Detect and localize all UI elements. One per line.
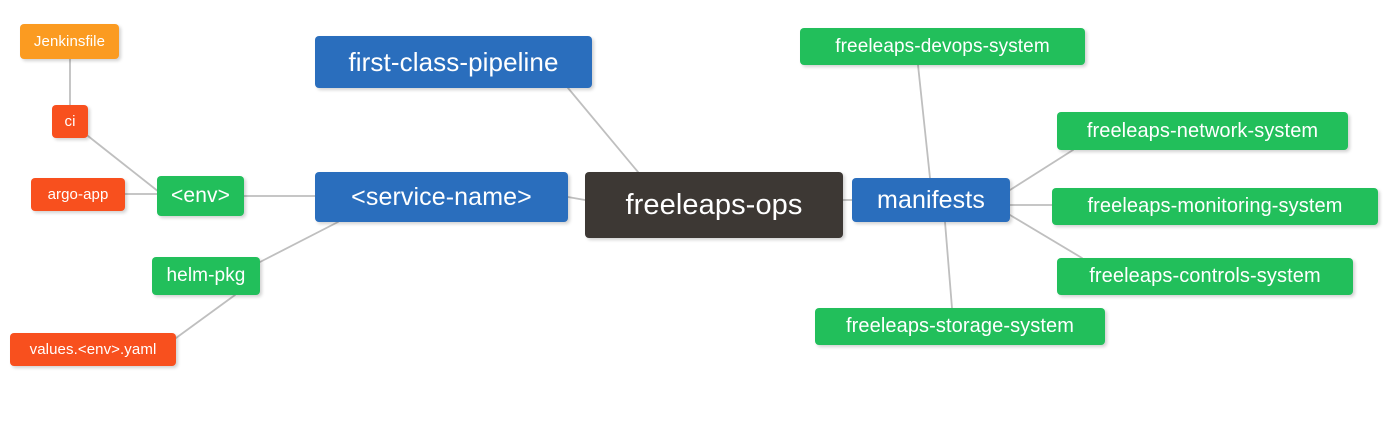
node-jenkinsfile[interactable]: Jenkinsfile	[20, 24, 119, 59]
node-controls-sys[interactable]: freeleaps-controls-system	[1057, 258, 1353, 295]
node-manifests[interactable]: manifests	[852, 178, 1010, 222]
edge-manifests-to-network-sys	[1009, 149, 1074, 191]
node-env[interactable]: <env>	[157, 176, 244, 216]
node-monitor-sys[interactable]: freeleaps-monitoring-system	[1052, 188, 1378, 225]
node-root[interactable]: freeleaps-ops	[585, 172, 843, 238]
edge-service-name-to-root	[567, 196, 586, 201]
node-devops-sys[interactable]: freeleaps-devops-system	[800, 28, 1085, 65]
node-network-sys[interactable]: freeleaps-network-system	[1057, 112, 1348, 150]
node-ci[interactable]: ci	[52, 105, 88, 138]
node-first-class[interactable]: first-class-pipeline	[315, 36, 592, 88]
node-helm-pkg[interactable]: helm-pkg	[152, 257, 260, 295]
edge-manifests-to-storage-sys	[944, 221, 953, 309]
edge-values-yaml-to-helm-pkg	[175, 294, 236, 339]
node-argo-app[interactable]: argo-app	[31, 178, 125, 211]
edge-first-class-to-root	[567, 87, 639, 173]
edge-helm-pkg-to-service-name	[259, 221, 339, 263]
node-service-name[interactable]: <service-name>	[315, 172, 568, 222]
node-values-yaml[interactable]: values.<env>.yaml	[10, 333, 176, 366]
edge-manifests-to-devops-sys	[917, 64, 931, 179]
node-storage-sys[interactable]: freeleaps-storage-system	[815, 308, 1105, 345]
